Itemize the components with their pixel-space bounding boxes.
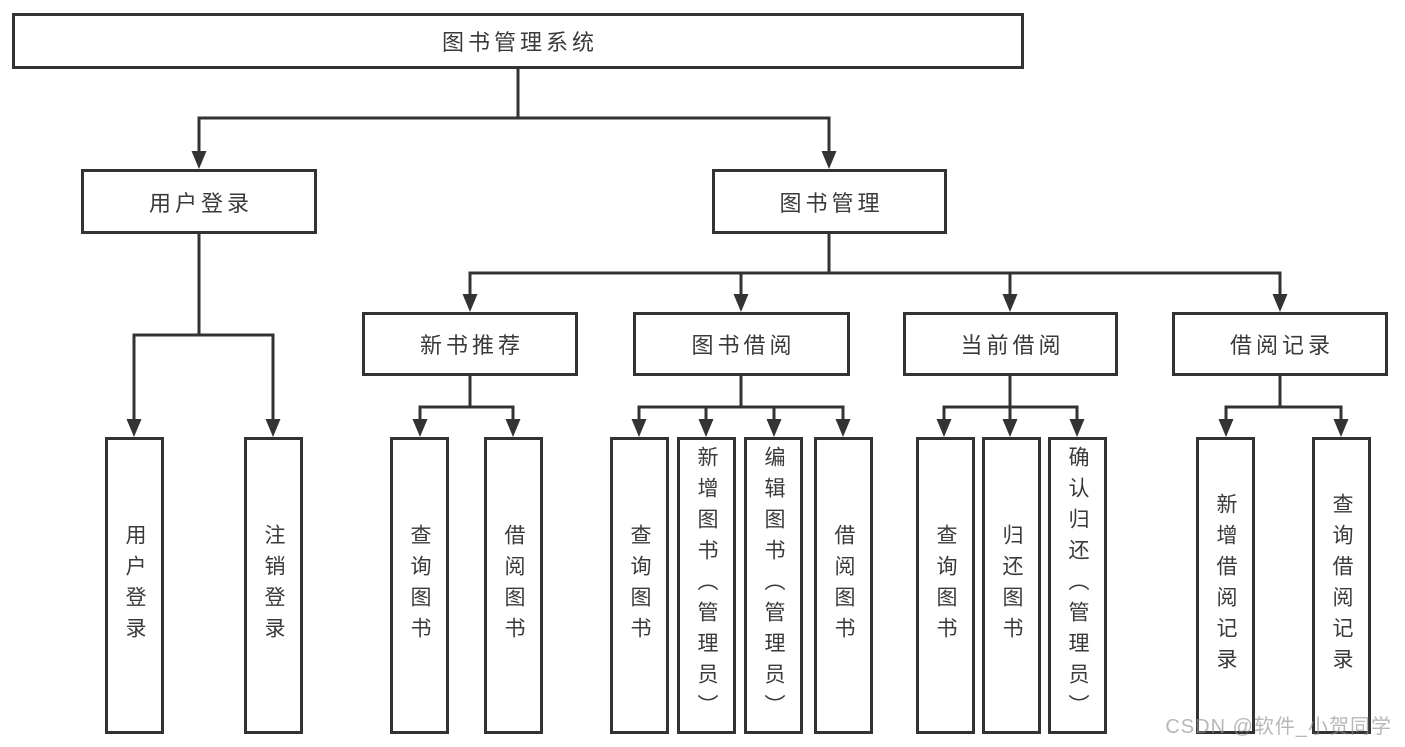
leaf-edit-book-admin: 编辑图书（管理员）: [744, 437, 803, 734]
leaf-label: 借阅图书: [502, 523, 525, 648]
arrowhead: [1002, 419, 1018, 437]
leaf-confirm-return-admin: 确认归还（管理员）: [1048, 437, 1107, 734]
node-current-borrow: 当前借阅: [903, 312, 1118, 376]
leaf-user-login: 用户登录: [105, 437, 164, 734]
leaf-label: 查询借阅记录: [1330, 492, 1353, 679]
node-user-login-group: 用户登录: [81, 169, 317, 234]
leaf-query-books-recommend: 查询图书: [390, 437, 449, 734]
node-label: 当前借阅: [960, 333, 1065, 358]
edge-borrow-rail: [637, 405, 845, 423]
edge-records-rail: [1224, 405, 1343, 423]
leaf-label: 新增借阅记录: [1214, 492, 1237, 679]
node-book-borrow: 图书借阅: [633, 312, 850, 376]
leaf-borrow-books: 借阅图书: [814, 437, 873, 734]
arrowhead: [733, 294, 749, 312]
node-borrow-records: 借阅记录: [1172, 312, 1388, 376]
leaf-query-books-current: 查询图书: [916, 437, 975, 734]
leaf-query-books-borrow: 查询图书: [610, 437, 669, 734]
edge-root-rail: [197, 116, 831, 155]
arrowhead: [505, 419, 521, 437]
arrowhead: [1333, 419, 1349, 437]
arrowhead: [462, 294, 478, 312]
leaf-label: 编辑图书（管理员）: [762, 446, 785, 725]
node-root-system: 图书管理系统: [12, 13, 1024, 69]
node-label: 新书推荐: [419, 333, 524, 358]
arrowhead: [766, 419, 782, 437]
leaf-label: 借阅图书: [832, 523, 855, 648]
node-label: 借阅记录: [1229, 333, 1334, 358]
edge-userlogin-rail: [132, 333, 275, 423]
leaf-label: 归还图书: [1000, 523, 1023, 648]
leaf-label: 新增图书（管理员）: [695, 446, 718, 725]
node-label: 图书借阅: [691, 333, 796, 358]
arrowhead: [835, 419, 851, 437]
edge-bookmgmt-rail: [468, 271, 1282, 297]
arrowhead: [631, 419, 647, 437]
leaf-add-borrow-record: 新增借阅记录: [1196, 437, 1255, 734]
arrowhead: [1002, 294, 1018, 312]
leaf-label: 用户登录: [123, 523, 146, 648]
leaf-borrow-books-recommend: 借阅图书: [484, 437, 543, 734]
leaf-label: 查询图书: [628, 523, 651, 648]
arrowhead: [1218, 419, 1234, 437]
node-label: 图书管理: [779, 190, 884, 216]
arrowhead: [412, 419, 428, 437]
node-root-label: 图书管理系统: [441, 30, 598, 55]
leaf-label: 查询图书: [408, 523, 431, 648]
arrowhead: [1069, 419, 1085, 437]
leaf-label: 确认归还（管理员）: [1066, 446, 1089, 725]
leaf-label: 查询图书: [934, 523, 957, 648]
leaf-return-book: 归还图书: [982, 437, 1041, 734]
csdn-watermark: CSDN @软件_小贺同学: [1165, 716, 1392, 738]
node-new-book-recommend: 新书推荐: [362, 312, 578, 376]
arrowhead: [821, 151, 837, 169]
node-book-management: 图书管理: [712, 169, 947, 234]
arrowhead: [126, 419, 142, 437]
arrowhead: [936, 419, 952, 437]
leaf-add-book-admin: 新增图书（管理员）: [677, 437, 736, 734]
leaf-label: 注销登录: [262, 523, 285, 648]
arrowhead: [265, 419, 281, 437]
leaf-logout: 注销登录: [244, 437, 303, 734]
leaf-query-borrow-record: 查询借阅记录: [1312, 437, 1371, 734]
arrowhead: [698, 419, 714, 437]
edge-newbook-rail: [418, 405, 515, 423]
arrowhead: [1272, 294, 1288, 312]
node-label: 用户登录: [148, 190, 253, 216]
arrowhead: [191, 151, 207, 169]
